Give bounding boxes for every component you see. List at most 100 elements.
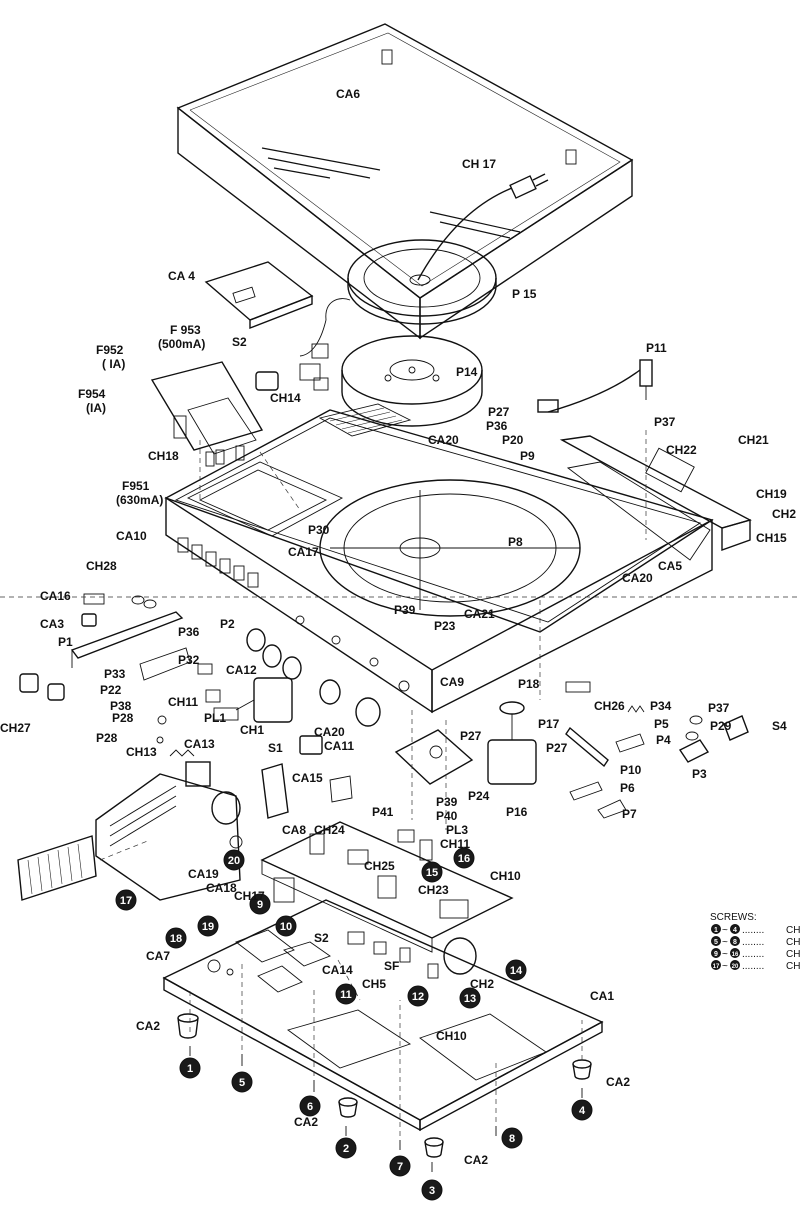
label-pl3: PL3	[446, 823, 468, 837]
screw-number-3: 3	[421, 1179, 443, 1201]
label-ch23: CH23	[418, 883, 449, 897]
label-ca7: CA7	[146, 949, 170, 963]
rear-panel-bracket	[559, 435, 752, 561]
label-ch11-low: CH11	[440, 837, 470, 851]
label-p2: P2	[220, 617, 235, 631]
label-ch17-low: CH17	[234, 889, 265, 903]
label-ca2-a: CA2	[136, 1019, 160, 1033]
legend-row-3-from: 9	[714, 951, 718, 958]
foot-ca2-b	[338, 1097, 358, 1118]
label-ca11: CA11	[324, 739, 354, 753]
legend-row-4-desc: CH	[786, 961, 800, 972]
label-ca4: CA 4	[168, 269, 195, 283]
label-ch17-top: CH 17	[462, 157, 496, 171]
label-ca13: CA13	[184, 737, 215, 751]
label-ca3: CA3	[40, 617, 64, 631]
label-f951-rating: (630mA)	[116, 493, 163, 507]
platter-p14	[341, 335, 483, 427]
label-f952-rating: ( IA)	[102, 357, 125, 371]
screw-number-4-text: 4	[579, 1105, 586, 1117]
label-s4: S4	[772, 719, 787, 733]
screw-number-13-text: 13	[464, 993, 476, 1005]
screw-number-1: 1	[179, 1057, 201, 1079]
legend-row-3-to: 16	[732, 952, 739, 958]
legend-row-3-tilde: ~	[722, 949, 728, 960]
screw-number-11-text: 11	[340, 989, 352, 1001]
label-p23: P23	[434, 619, 456, 633]
assembly-lines	[0, 430, 800, 1136]
label-ch15: CH15	[756, 531, 787, 545]
ca15-bracket	[329, 775, 353, 803]
screw-number-13: 13	[459, 987, 481, 1009]
small-parts-pcb	[347, 829, 439, 979]
label-ch5: CH5	[362, 977, 386, 991]
label-ca17: CA17	[288, 545, 319, 559]
label-ca20-mid: CA20	[622, 571, 653, 585]
label-ca6: CA6	[336, 87, 360, 101]
label-f952: F952	[96, 343, 124, 357]
label-p14: P14	[456, 365, 478, 379]
legend-row-4-to: 20	[732, 964, 739, 970]
label-p11: P11	[646, 341, 667, 355]
label-p27-low: P27	[546, 741, 568, 755]
screw-number-6: 6	[299, 1095, 321, 1117]
label-ca14: CA14	[322, 963, 353, 977]
screw-number-16: 16	[453, 847, 475, 869]
knobs-ca12	[246, 628, 302, 680]
label-ca19: CA19	[188, 867, 219, 881]
legend-row-1-tilde: ~	[722, 925, 728, 936]
screw-number-7: 7	[389, 1155, 411, 1177]
label-ch28: CH28	[86, 559, 117, 573]
label-ch2-low: CH2	[470, 977, 494, 991]
misc-left-parts	[81, 593, 221, 757]
label-p20: P20	[502, 433, 524, 447]
label-ch19: CH19	[756, 487, 787, 501]
legend-row-4-from: 17	[713, 964, 720, 970]
screw-number-15-text: 15	[426, 867, 438, 879]
ca4-cover	[204, 261, 314, 330]
legend-row-2-desc: CH	[786, 937, 800, 948]
label-p7: P7	[622, 807, 637, 821]
screw-number-11: 11	[335, 983, 357, 1005]
label-p9: P9	[520, 449, 535, 463]
screw-number-17: 17	[115, 889, 137, 911]
label-f953-rating: (500mA)	[158, 337, 205, 351]
screws-legend-row-4: 17 ~ 20 ........ CH	[711, 960, 800, 972]
screw-number-5-text: 5	[239, 1077, 245, 1089]
label-ca20-top: CA20	[428, 433, 459, 447]
label-ca16: CA16	[40, 589, 71, 603]
screw-number-9: 9	[249, 893, 271, 915]
platter-p15	[347, 239, 497, 325]
screws-legend-title: SCREWS:	[710, 912, 757, 923]
screw-number-1-text: 1	[187, 1063, 193, 1075]
label-ca2-b: CA2	[294, 1115, 318, 1129]
label-ca9: CA9	[440, 675, 464, 689]
label-p1: P1	[58, 635, 73, 649]
screw-number-19: 19	[197, 915, 219, 937]
screw-number-12: 12	[407, 985, 429, 1007]
ch1-motor	[213, 677, 293, 723]
legend-row-1-to: 4	[733, 927, 737, 934]
label-ca1: CA1	[590, 989, 614, 1003]
label-s2-top: S2	[232, 335, 247, 349]
fuse-bracket	[150, 361, 264, 467]
main-chassis	[164, 403, 714, 714]
label-ca2-d: CA2	[606, 1075, 630, 1089]
screw-number-9-text: 9	[257, 899, 263, 911]
screw-number-4: 4	[571, 1099, 593, 1121]
label-p36-left: P36	[178, 625, 200, 639]
label-ch22: CH22	[666, 443, 697, 457]
label-f954: F954	[78, 387, 106, 401]
label-p41: P41	[372, 805, 394, 819]
legend-row-1-desc: CH	[786, 925, 800, 936]
label-p30: P30	[308, 523, 330, 537]
label-sf: SF	[384, 959, 399, 973]
label-ca2-c: CA2	[464, 1153, 488, 1167]
label-p40: P40	[436, 809, 458, 823]
label-p36: P36	[486, 419, 508, 433]
screw-number-5: 5	[231, 1071, 253, 1093]
legend-row-3-dots: ........	[742, 949, 764, 960]
lever-p10	[565, 726, 609, 801]
screw-number-6-text: 6	[307, 1101, 313, 1113]
bottom-screws	[189, 1046, 583, 1172]
